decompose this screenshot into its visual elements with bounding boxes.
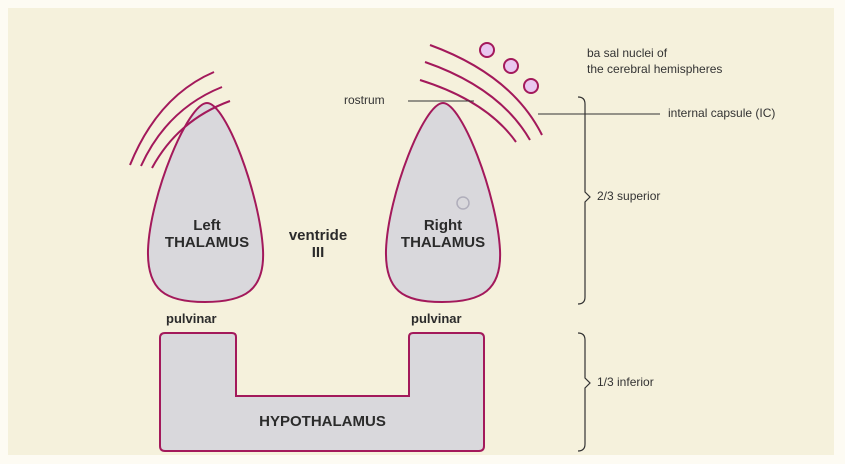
basal-nuclei-label: ba sal nuclei of the cerebral hemisphere… — [587, 45, 722, 77]
left-thalamus-label-line1: Left — [157, 218, 257, 235]
ventricle-label: ventride III — [273, 228, 363, 261]
pulvinar-right-label: pulvinar — [411, 312, 462, 326]
inferior-brace — [578, 333, 590, 451]
superior-label: 2/3 superior — [597, 190, 660, 203]
basal-nucleus-circle-3 — [524, 79, 538, 93]
pulvinar-left-label: pulvinar — [166, 312, 217, 326]
hypothalamus-shape — [160, 333, 484, 451]
basal-nucleus-circle-2 — [504, 59, 518, 73]
ventricle-label-line2: III — [273, 245, 363, 262]
right-thalamus-label-line1: Right — [393, 218, 493, 235]
right-thalamus-label-line2: THALAMUS — [393, 235, 493, 252]
basal-nuclei-label-line2: the cerebral hemispheres — [587, 61, 722, 77]
rostrum-label: rostrum — [344, 94, 385, 107]
hypothalamus-label: HYPOTHALAMUS — [236, 414, 409, 431]
superior-brace — [578, 97, 590, 304]
left-thalamus-shape — [148, 103, 263, 302]
internal-capsule-label: internal capsule (IC) — [668, 107, 775, 120]
left-thalamus-label: Left THALAMUS — [157, 218, 257, 251]
basal-nucleus-circle-1 — [480, 43, 494, 57]
basal-nuclei-label-line1: ba sal nuclei of — [587, 45, 722, 61]
inferior-label: 1/3 inferior — [597, 376, 654, 389]
right-thalamus-shape — [386, 103, 500, 302]
left-thalamus-label-line2: THALAMUS — [157, 235, 257, 252]
ventricle-label-line1: ventride — [273, 228, 363, 245]
right-thalamus-label: Right THALAMUS — [393, 218, 493, 251]
